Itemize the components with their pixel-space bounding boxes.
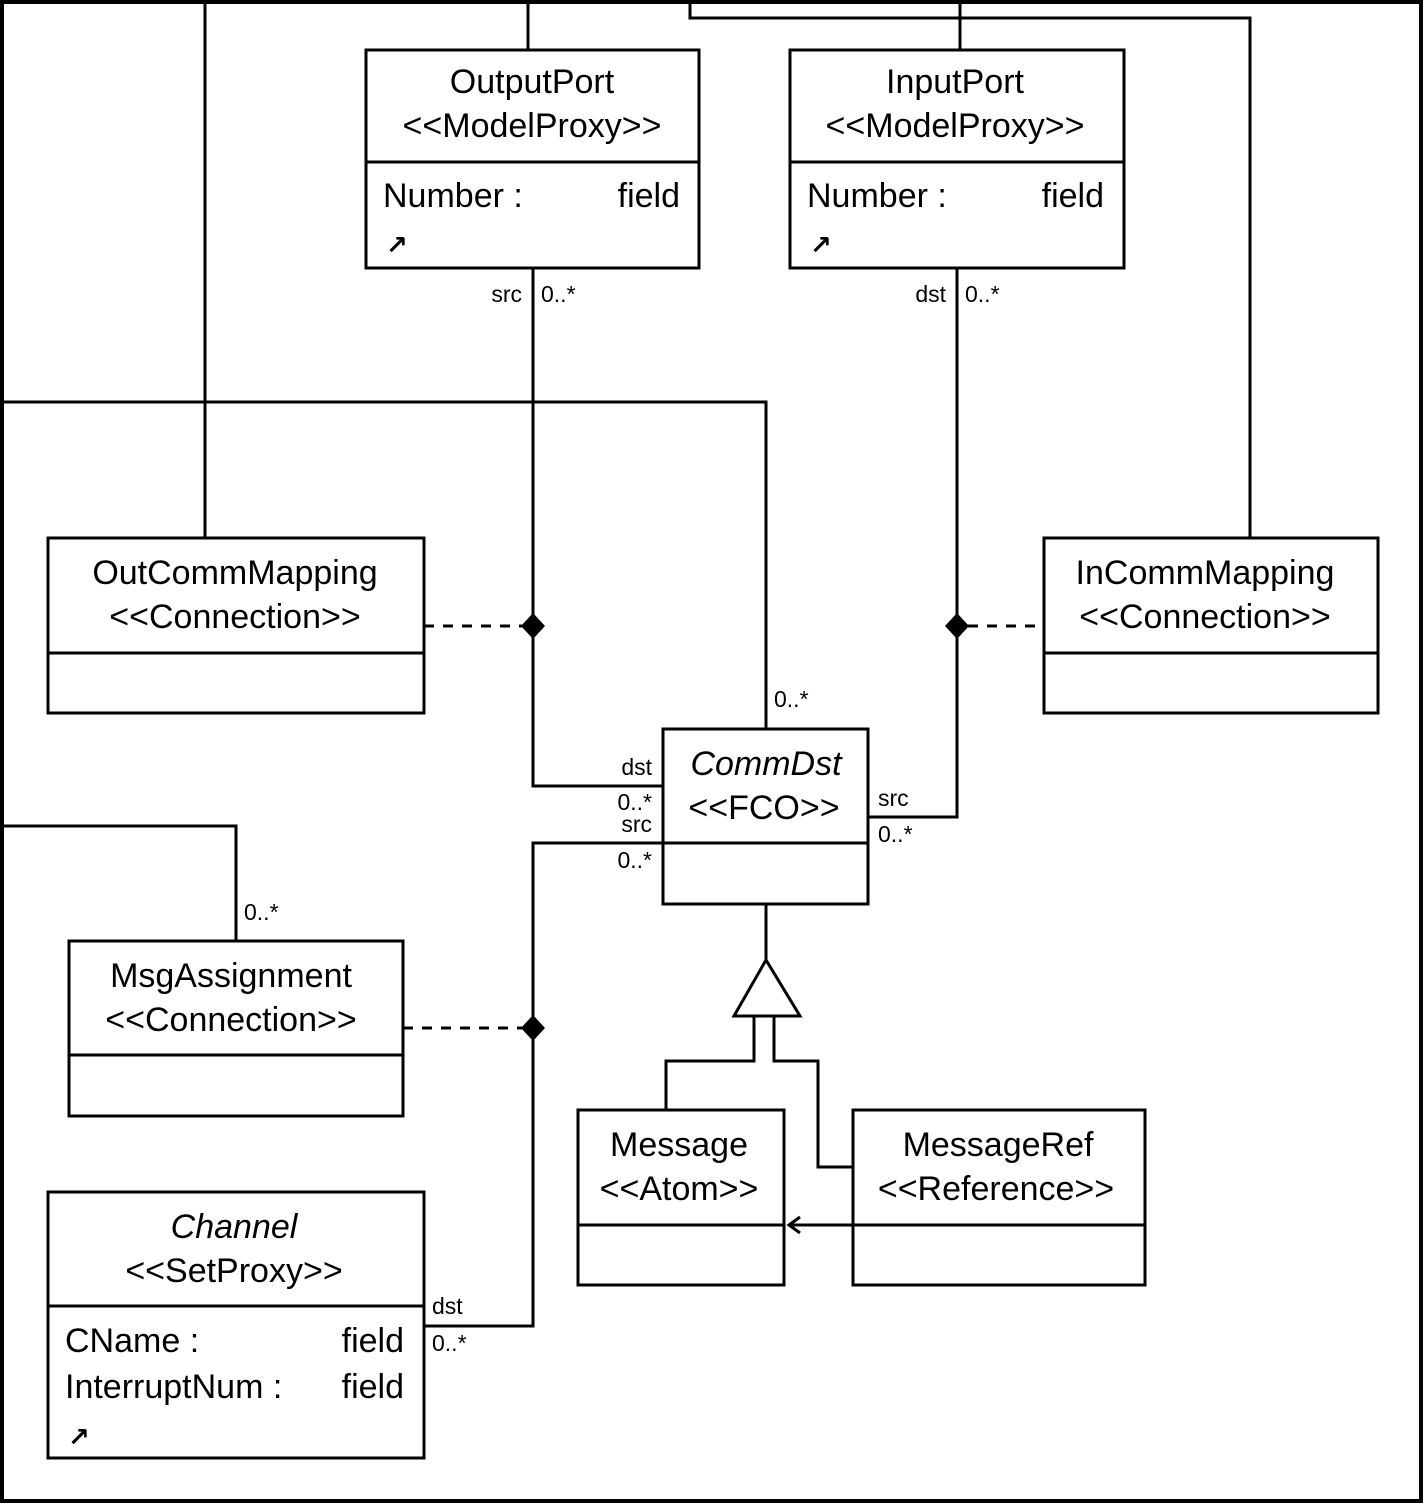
reference-arrowhead-icon xyxy=(786,1215,801,1235)
class-box xyxy=(851,1108,1147,1287)
class-stereotype: <<SetProxy>> xyxy=(125,1252,342,1290)
class-stereotype: <<Connection>> xyxy=(1079,598,1330,636)
class-message-ref[interactable]: MessageRef <<Reference>> xyxy=(851,1108,1147,1287)
attribute-name: InterruptNum : xyxy=(65,1368,282,1406)
in-comm-mapping-top-line xyxy=(688,2,1252,538)
msg-assign-diamond-icon xyxy=(521,1015,545,1041)
multiplicity-label: 0..* xyxy=(244,899,279,925)
class-output-port[interactable]: OutputPort <<ModelProxy>> Number : field… xyxy=(364,48,701,270)
multiplicity-label: 0..* xyxy=(965,281,1000,307)
class-stereotype: <<Reference>> xyxy=(878,1170,1114,1208)
class-box xyxy=(46,536,426,715)
class-stereotype: <<ModelProxy>> xyxy=(403,107,662,145)
attribute-type: field xyxy=(1042,177,1104,215)
class-stereotype: <<FCO>> xyxy=(688,789,839,827)
class-stereotype: <<ModelProxy>> xyxy=(826,107,1085,145)
link-arrow-icon: ↗ xyxy=(68,1423,90,1453)
class-in-comm-mapping[interactable]: InCommMapping <<Connection>> xyxy=(1042,536,1380,715)
in-comm-diamond-icon xyxy=(945,613,969,639)
class-box xyxy=(46,1190,426,1460)
class-name: InCommMapping xyxy=(1076,554,1335,592)
attribute-type: field xyxy=(618,177,680,215)
class-box xyxy=(576,1108,786,1287)
class-name: InputPort xyxy=(886,63,1025,101)
commdst-to-channel-line xyxy=(424,841,663,1328)
input-to-commdst-line xyxy=(868,268,959,819)
class-comm-dst[interactable]: CommDst <<FCO>> xyxy=(661,727,870,906)
message-ref-inheritance-line xyxy=(772,1016,853,1169)
attribute-type: field xyxy=(342,1322,404,1360)
role-label: dst xyxy=(621,754,652,780)
role-label: dst xyxy=(432,1293,463,1319)
multiplicity-label: 0..* xyxy=(774,686,809,712)
class-name: MsgAssignment xyxy=(110,957,352,995)
commdst-top-association-line xyxy=(2,400,768,729)
out-comm-diamond-icon xyxy=(521,613,545,639)
inheritance-triangle-icon xyxy=(731,957,803,1018)
class-name: Channel xyxy=(171,1208,299,1246)
link-arrow-icon: ↗ xyxy=(386,231,408,261)
msg-assignment-top-line xyxy=(2,824,238,941)
attribute-type: field xyxy=(342,1368,404,1406)
role-label: src xyxy=(621,811,652,837)
class-message[interactable]: Message <<Atom>> xyxy=(576,1108,786,1287)
class-name: CommDst xyxy=(690,745,843,783)
class-stereotype: <<Connection>> xyxy=(109,598,360,636)
class-box xyxy=(1042,536,1380,715)
multiplicity-label: 0..* xyxy=(878,821,913,847)
attribute-name: Number : xyxy=(383,177,523,215)
class-box xyxy=(788,48,1126,270)
role-label: src xyxy=(491,281,522,307)
role-label: src xyxy=(878,785,909,811)
class-name: Message xyxy=(610,1126,748,1164)
class-box xyxy=(364,48,701,270)
class-stereotype: <<Connection>> xyxy=(105,1001,356,1039)
class-box xyxy=(67,939,405,1118)
link-arrow-icon: ↗ xyxy=(810,231,832,261)
class-input-port[interactable]: InputPort <<ModelProxy>> Number : field … xyxy=(788,48,1126,270)
class-box xyxy=(661,727,870,906)
multiplicity-label: 0..* xyxy=(432,1330,467,1356)
class-name: OutCommMapping xyxy=(92,554,377,592)
attribute-name: CName : xyxy=(65,1322,199,1360)
multiplicity-label: 0..* xyxy=(617,789,652,815)
connectors xyxy=(2,2,1252,1328)
class-out-comm-mapping[interactable]: OutCommMapping <<Connection>> xyxy=(46,536,426,715)
message-inheritance-line xyxy=(664,1016,756,1110)
attribute-name: Number : xyxy=(807,177,947,215)
class-name: MessageRef xyxy=(903,1126,1094,1164)
class-channel[interactable]: Channel <<SetProxy>> CName : field Inter… xyxy=(46,1190,426,1460)
class-msg-assignment[interactable]: MsgAssignment <<Connection>> xyxy=(67,939,405,1118)
association-labels: src 0..* dst 0..* 0..* dst 0..* src 0..*… xyxy=(244,281,1000,1356)
class-name: OutputPort xyxy=(450,63,615,101)
multiplicity-label: 0..* xyxy=(617,847,652,873)
role-label: dst xyxy=(915,281,946,307)
output-to-commdst-line xyxy=(531,268,663,788)
multiplicity-label: 0..* xyxy=(541,281,576,307)
class-stereotype: <<Atom>> xyxy=(600,1170,759,1208)
